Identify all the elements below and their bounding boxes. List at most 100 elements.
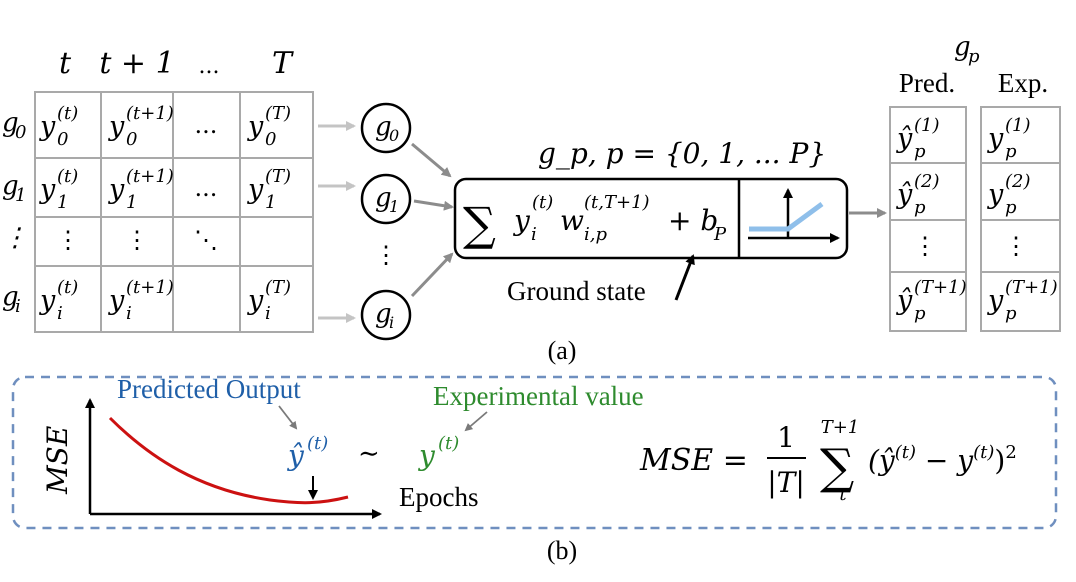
experimental-value-label: Experimental value (433, 381, 644, 411)
pred-symbol: ŷ (286, 439, 305, 472)
mse-plot: MSE Epochs (41, 398, 478, 519)
row-label: ⋮ (2, 223, 28, 253)
input-cell-base: y (39, 111, 56, 142)
row-label-base: g (2, 282, 19, 312)
input-cell: ... (195, 111, 218, 139)
input-cell: ⋮ (56, 226, 80, 254)
input-cell-sub: 0 (126, 129, 137, 150)
input-cell-base: y (39, 285, 56, 316)
node-label-sub: 0 (389, 126, 399, 145)
col-header-t: t (59, 46, 72, 81)
node-circle (360, 102, 412, 154)
formula-bias-sub: P (713, 224, 727, 245)
exp-cell-sup: (1) (1005, 115, 1031, 136)
panel-b: MSE Epochs Predicted Output ŷ (t) ∼ y (t… (11, 374, 1058, 565)
input-cell-text: ... (195, 174, 218, 202)
row-label-sub: i (15, 296, 21, 317)
output-title: g (954, 32, 971, 62)
sum-symbol: ∑ (463, 197, 496, 251)
exp-sup: (t) (438, 433, 459, 454)
pred-cell-sup: (T+1) (914, 277, 967, 298)
row-label-base: ⋮ (2, 223, 28, 253)
output-title-sub: p (968, 46, 980, 67)
col-header-ellipsis: ... (199, 54, 220, 79)
row-label-base: g (2, 171, 19, 201)
input-cell-sub: i (126, 303, 132, 324)
input-cell: ⋱ (194, 226, 218, 254)
input-cell-base: y (108, 174, 125, 205)
input-cell-sup: (T) (265, 166, 291, 187)
input-cell-sub: 1 (265, 192, 276, 213)
input-cell-base: y (108, 285, 125, 316)
table-to-node-arrows (318, 121, 356, 323)
input-cell-sup: (T) (265, 277, 291, 298)
mse-formula: MSE = 1 |T| T+1 ∑ t (ŷ(t) − y(t))2 (639, 417, 1017, 505)
node-circle (360, 173, 412, 225)
input-cell-base: y (247, 285, 264, 316)
input-cell-text: ⋮ (56, 226, 80, 254)
body-close: ) (994, 444, 1005, 477)
input-cell-sup: (t+1) (126, 166, 174, 187)
exp-label: Exp. (998, 68, 1048, 98)
input-node: ⋮ (374, 241, 398, 269)
mse-axis-label: MSE (41, 426, 74, 495)
ground-state-label: Ground state (507, 276, 646, 306)
pred-cell-base: ŷ (896, 285, 913, 316)
input-cell-sup: (t+1) (126, 103, 174, 124)
exp-cell: ⋮ (1004, 232, 1028, 260)
frac-denominator: |T| (767, 466, 805, 499)
body-sup2: (t) (973, 442, 994, 463)
exp-cell-sup: (2) (1005, 171, 1031, 192)
input-node: gi (360, 289, 412, 341)
input-cell-base: y (108, 111, 125, 142)
pred-cell-base: ŷ (896, 179, 913, 210)
mse-curve (108, 416, 349, 505)
formula-w-sub: i,p (584, 224, 607, 245)
input-nodes: g 0 g1 ⋮ gi (360, 102, 412, 341)
pred-cell-sup: (1) (914, 115, 940, 136)
input-cell-base: y (247, 111, 264, 142)
node-ellipsis: ⋮ (374, 241, 398, 269)
caption-b: (b) (547, 536, 577, 565)
epochs-label: Epochs (399, 482, 478, 512)
output-exp-grid (980, 106, 1061, 332)
input-cell: ... (195, 174, 218, 202)
col-header-T: T (272, 46, 294, 81)
exp-cell-sup: (T+1) (1005, 277, 1058, 298)
pred-cell-sub: p (914, 141, 926, 162)
node-label: g (375, 299, 392, 329)
input-cell-sup: (T) (265, 103, 291, 124)
formula-bias: + b (668, 204, 718, 237)
exp-cell-sub: p (1005, 197, 1017, 218)
pred-cell-sub: p (914, 303, 926, 324)
formula-y: y (512, 204, 531, 237)
body-minus-y: − y (916, 444, 974, 477)
input-node: g1 (360, 173, 412, 225)
output-pred-grid (889, 106, 967, 332)
neuron-header-text: g_p, p = {0, 1, ... P} (538, 137, 826, 170)
neuron-formula: ∑ y (t) i w (t,T+1) i,p + b P (463, 192, 727, 251)
row-label-base: g (2, 108, 19, 138)
row-label: g1 (2, 171, 26, 206)
prediction-annotation: Predicted Output ŷ (t) ∼ y (t) Experimen… (117, 374, 644, 472)
mse-lhs: MSE = (639, 443, 748, 478)
pred-cell-sub: p (914, 197, 926, 218)
exp-symbol: y (417, 439, 436, 472)
input-cell-text: ... (195, 111, 218, 139)
exp-cell-base: y (987, 285, 1004, 316)
body-sup1: (t) (895, 442, 916, 463)
input-cell-sub: 1 (57, 192, 68, 213)
node-label-sub: i (389, 313, 394, 332)
exp-cell-sub: p (1005, 303, 1017, 324)
